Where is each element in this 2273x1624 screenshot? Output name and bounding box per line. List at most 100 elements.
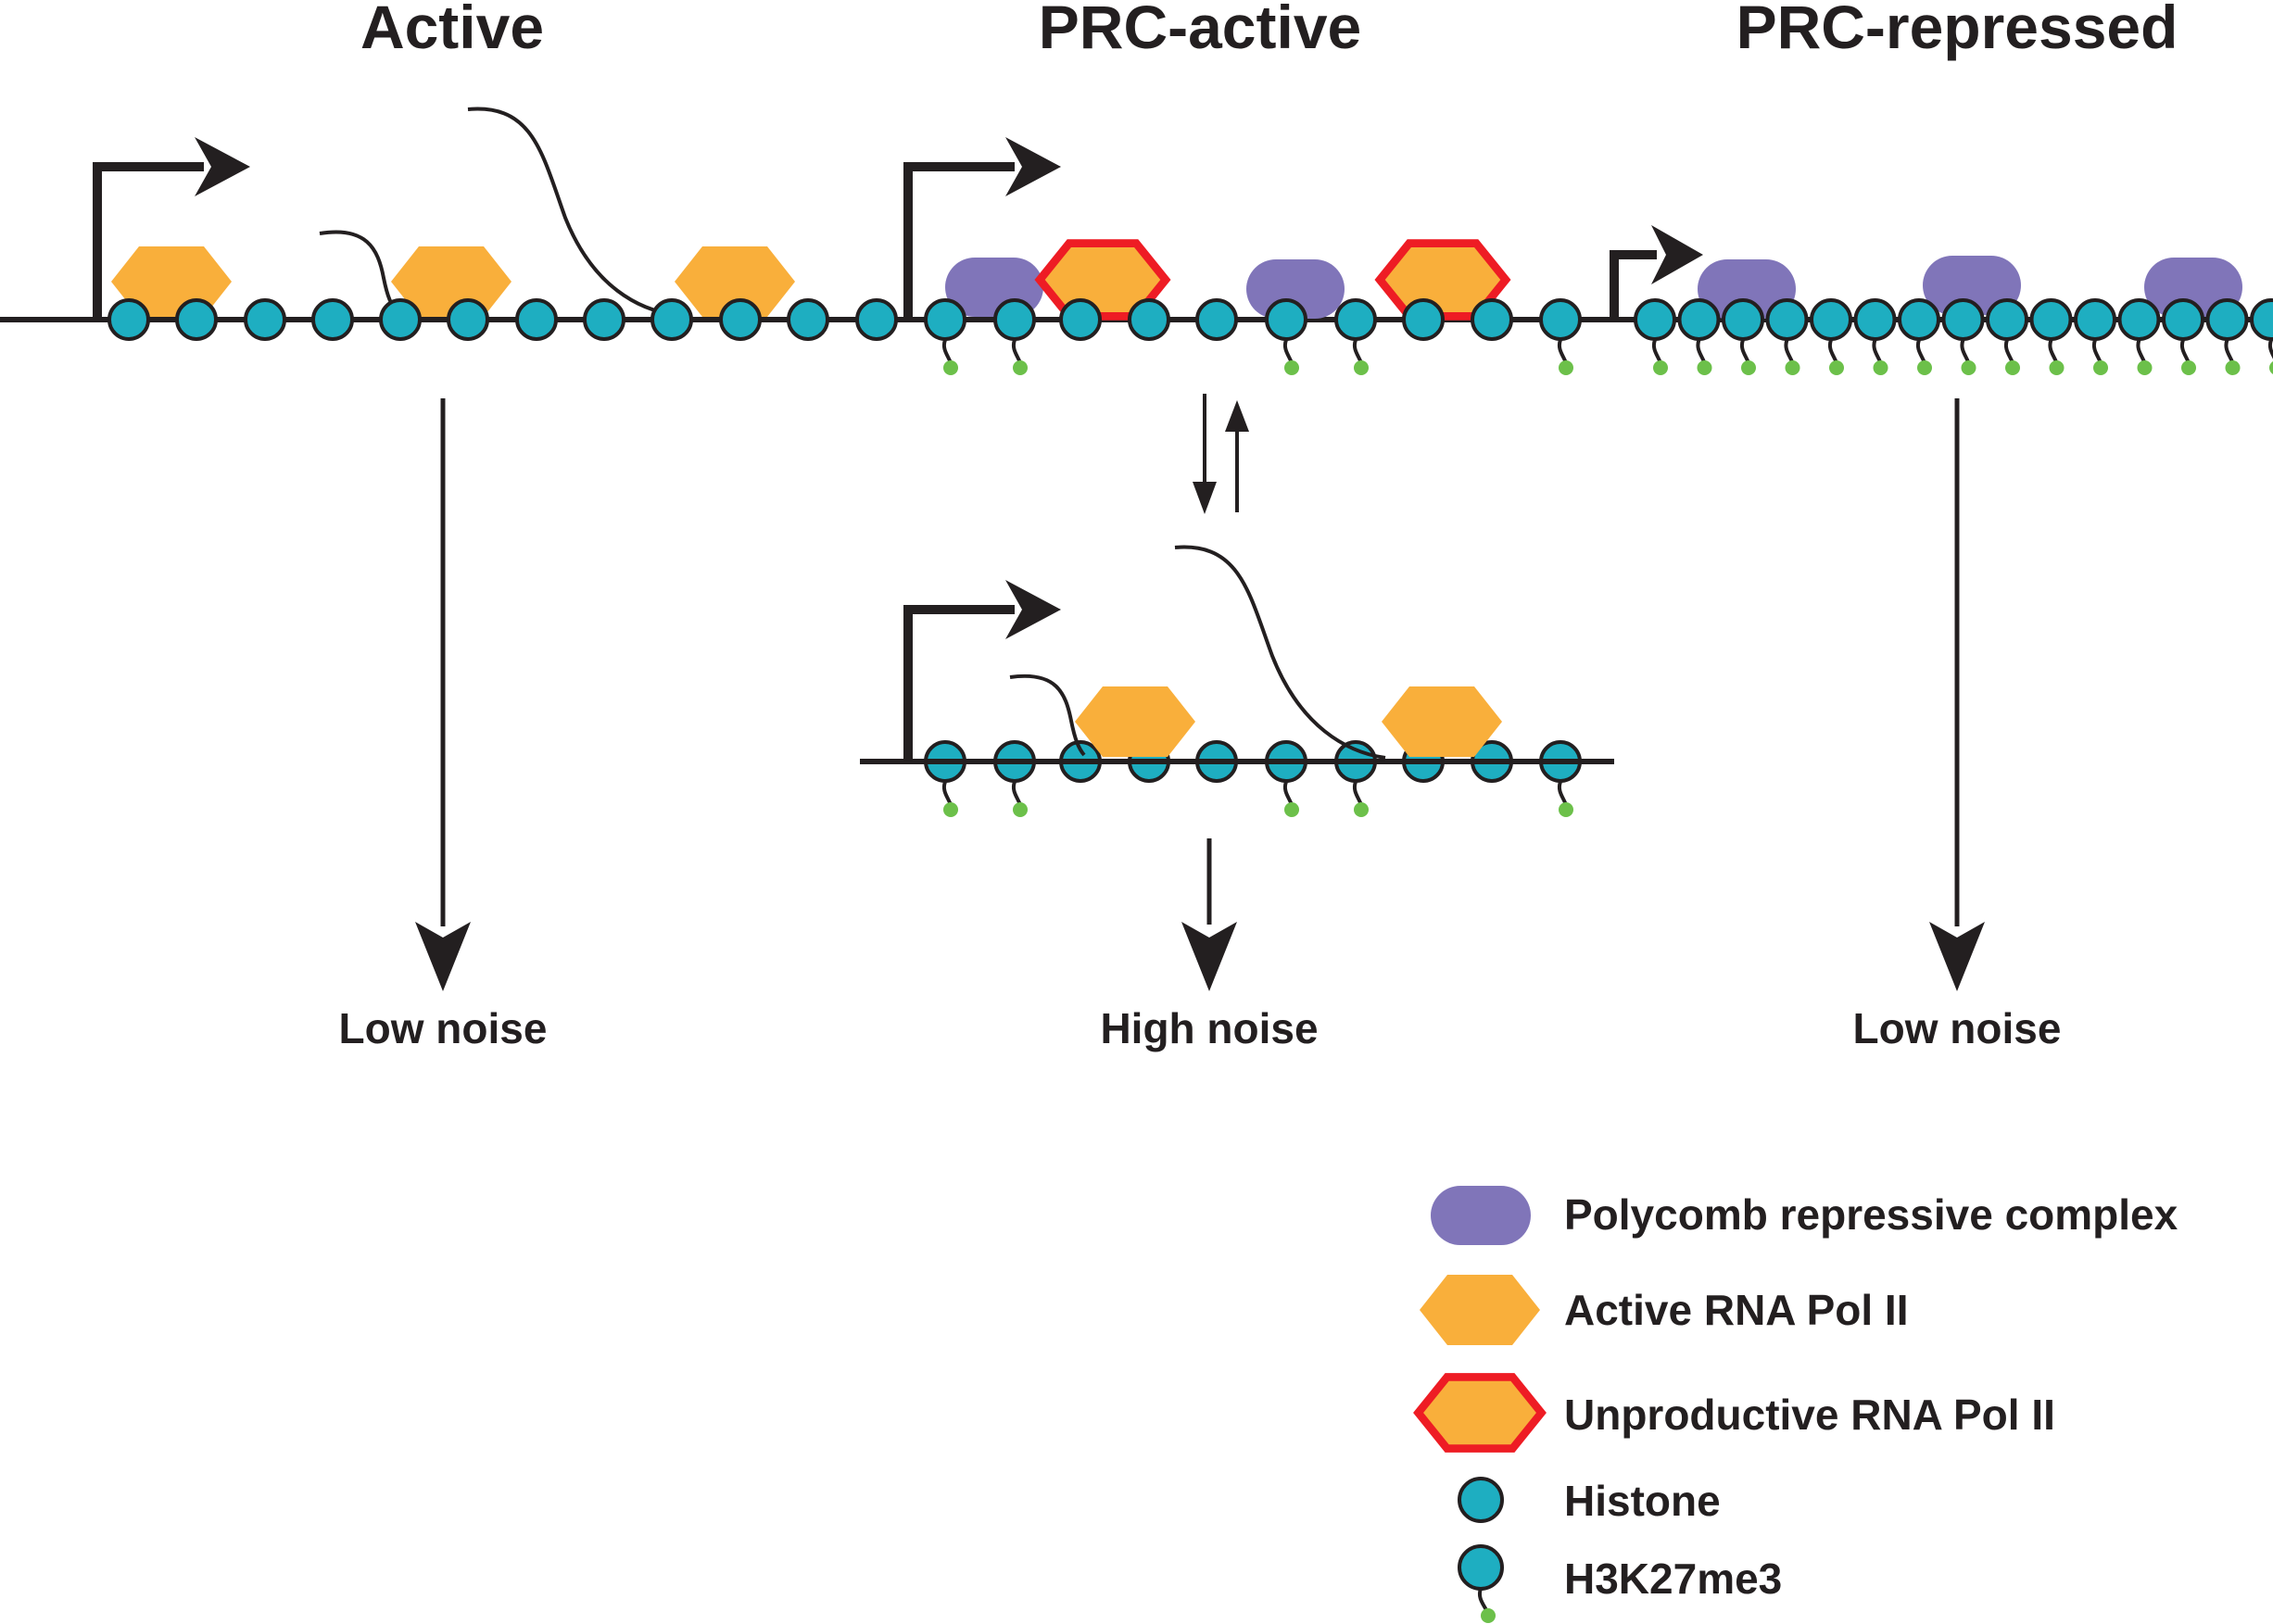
histone-tail	[2091, 339, 2103, 364]
histone-tail	[1915, 339, 1926, 364]
histone-tail	[1739, 339, 1750, 364]
histone-icon	[1128, 298, 1170, 341]
h3k27me3-mark	[1354, 360, 1369, 375]
h3k27me3-histone-icon	[993, 298, 1036, 341]
histone-tail	[941, 781, 953, 806]
histone-tail	[1872, 339, 1883, 364]
arrow-head-icon	[1005, 137, 1061, 196]
outcome-label-prc-repressed: Low noise	[1853, 1004, 2062, 1052]
histone-tail	[2224, 339, 2235, 364]
h3k27me3-mark	[1741, 360, 1756, 375]
histone-icon	[244, 298, 286, 341]
h3k27me3-histone-icon	[1986, 298, 2028, 341]
panel-title-prc-active: PRC-active	[1039, 0, 1361, 61]
h3k27me3-histone-icon	[2074, 298, 2116, 341]
histone-icon	[719, 298, 762, 341]
histone-tail	[1011, 781, 1022, 806]
h3k27me3-histone-icon	[2205, 298, 2249, 341]
histone-icon	[787, 298, 829, 341]
outcome-arrow-prc-active	[1181, 838, 1237, 991]
h3k27me3-icon	[1458, 1544, 1504, 1623]
h3k27me3-histone-icon	[2250, 298, 2273, 341]
h3k27me3-histone-icon	[1634, 298, 1676, 341]
histone-track-middle	[924, 740, 1582, 817]
promoter-arrow-active	[93, 162, 204, 320]
panel-title-active: Active	[360, 0, 544, 61]
h3k27me3-mark	[1559, 360, 1573, 375]
legend: Polycomb repressive complex Active RNA P…	[1419, 1186, 2178, 1623]
legend-label-unproductive-pol2: Unproductive RNA Pol II	[1564, 1391, 2055, 1439]
histone-icon	[1458, 1477, 1504, 1523]
histone-icon	[515, 298, 558, 341]
polycomb-complex-icon	[1431, 1186, 1531, 1245]
histone-tail	[2048, 339, 2059, 364]
outcome-label-active: Low noise	[339, 1004, 548, 1052]
h3k27me3-mark	[1873, 360, 1888, 375]
h3k27me3-mark	[1917, 360, 1932, 375]
h3k27me3-mark	[2049, 360, 2065, 375]
unproductive-pol2-icon	[1419, 1377, 1542, 1448]
histone-tail	[1282, 339, 1294, 364]
h3k27me3-mark	[1961, 360, 1976, 375]
h3k27me3-mark	[1013, 360, 1028, 375]
promoter-arrow-prc-active	[903, 162, 1015, 320]
histone-icon	[583, 298, 625, 341]
histone-icon	[1059, 298, 1102, 341]
arrow-head-icon	[1005, 580, 1061, 639]
histone-icon	[1195, 298, 1238, 341]
h3k27me3-mark	[1697, 360, 1712, 375]
histone-tail	[2179, 339, 2191, 364]
h3k27me3-mark	[2005, 360, 2020, 375]
legend-label-h3k27me3: H3K27me3	[1564, 1555, 1782, 1603]
h3k27me3-histone-icon	[924, 298, 966, 341]
outcome-label-prc-active: High noise	[1100, 1004, 1318, 1052]
h3k27me3-mark	[2269, 361, 2273, 374]
h3k27me3-histone-icon	[1941, 298, 1985, 341]
histone-icon	[855, 298, 898, 341]
histone-tail	[1960, 339, 1971, 364]
legend-label-histone: Histone	[1564, 1477, 1721, 1525]
histone-icon	[650, 298, 693, 341]
h3k27me3-histone-icon	[1810, 298, 1852, 341]
h3k27me3-mark	[1013, 802, 1028, 817]
h3k27me3-histone-icon	[1334, 298, 1377, 341]
histone-tail	[1352, 781, 1363, 806]
h3k27me3-mark	[943, 360, 958, 375]
h3k27me3-histone-icon	[1765, 298, 1809, 341]
histone-icon	[1402, 298, 1445, 341]
polycomb-complex-icon	[1923, 256, 2021, 315]
h3k27me3-mark	[1829, 360, 1844, 375]
equilibrium-arrows-icon	[1193, 394, 1249, 514]
histone-tail	[1827, 339, 1838, 364]
histone-tail	[1784, 339, 1795, 364]
arrow-head-icon	[195, 137, 250, 196]
histone-icon	[379, 298, 422, 341]
histone-icon	[107, 298, 150, 341]
histone-tail	[941, 339, 953, 364]
h3k27me3-histone-icon	[2162, 298, 2204, 341]
h3k27me3-mark	[1785, 360, 1800, 375]
h3k27me3-mark	[2093, 360, 2108, 375]
h3k27me3-histone-icon	[1722, 298, 1764, 341]
outcome-arrow-active	[415, 398, 471, 991]
histone-tail	[1352, 339, 1363, 364]
histone-tail	[1557, 781, 1568, 806]
polycomb-complex-icon	[1698, 259, 1796, 319]
histone-icon	[311, 298, 354, 341]
histone-tail	[2267, 339, 2273, 359]
promoter-arrow-prc-repressed	[1610, 250, 1657, 320]
h3k27me3-mark	[1354, 802, 1369, 817]
legend-label-active-pol2: Active RNA Pol II	[1564, 1286, 1908, 1334]
polycomb-complex-icon	[1246, 259, 1345, 319]
h3k27me3-mark	[1284, 360, 1299, 375]
histone-icon	[175, 298, 218, 341]
h3k27me3-mark	[2181, 360, 2196, 375]
h3k27me3-mark	[1284, 802, 1299, 817]
h3k27me3-mark	[2137, 360, 2153, 375]
h3k27me3-histone-icon	[2117, 298, 2161, 341]
h3k27me3-mark	[943, 802, 958, 817]
h3k27me3-histone-icon	[1853, 298, 1897, 341]
histone-tail	[1557, 339, 1568, 364]
rna-transcripts-middle	[1009, 545, 1386, 760]
active-pol2-icon	[1420, 1275, 1540, 1345]
